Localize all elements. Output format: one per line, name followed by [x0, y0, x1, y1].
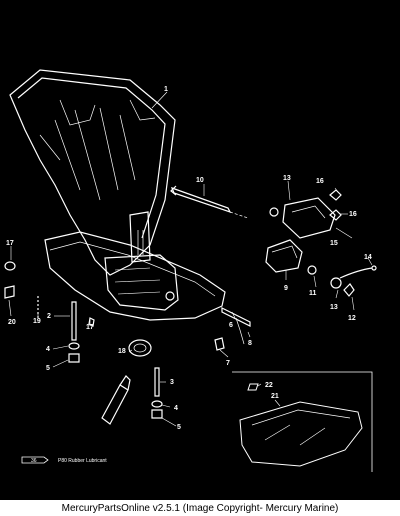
callout-17-mid: 17 [86, 324, 94, 331]
callout-16-mid: 16 [349, 211, 357, 218]
small-parts [4, 261, 251, 425]
lubricant-label: P80 Rubber Lubricant [58, 458, 107, 464]
solenoid-9 [265, 239, 377, 297]
callout-11: 11 [309, 290, 317, 297]
callout-10: 10 [196, 177, 204, 184]
callout-13-bottom: 13 [330, 304, 338, 311]
diagram-canvas: 1 10 13 16 16 15 14 9 11 13 12 17 20 19 … [4, 69, 377, 472]
callout-12: 12 [348, 315, 356, 322]
callout-17-left: 17 [6, 240, 14, 247]
callout-15: 15 [330, 240, 338, 247]
bracket-assembly-15 [269, 189, 342, 239]
lubricant-legend: 36 P80 Rubber Lubricant [21, 456, 107, 464]
callout-labels: 1 10 13 16 16 15 14 9 11 13 12 17 20 19 … [6, 86, 372, 431]
callout-4-bottom: 4 [174, 405, 178, 412]
callout-16-top: 16 [316, 178, 324, 185]
callout-14: 14 [364, 254, 372, 261]
callout-13-top: 13 [283, 175, 291, 182]
callout-2: 2 [47, 313, 51, 320]
parts-diagram: 1 10 13 16 16 15 14 9 11 13 12 17 20 19 … [0, 0, 400, 500]
stud-10 [170, 185, 249, 219]
inset-21 [232, 371, 373, 472]
callout-20: 20 [8, 319, 16, 326]
leader-lines [8, 91, 373, 427]
lubricant-tube-icon [21, 456, 49, 464]
callout-5-left: 5 [46, 365, 50, 372]
callout-5-bottom: 5 [177, 424, 181, 431]
image-caption: MercuryPartsOnline v2.5.1 (Image Copyrig… [61, 502, 339, 514]
callout-22: 22 [265, 382, 273, 389]
callout-7: 7 [226, 360, 230, 367]
callout-9: 9 [284, 285, 288, 292]
callout-18: 18 [118, 348, 126, 355]
callout-1: 1 [164, 86, 168, 93]
driveshaft-housing [9, 69, 226, 321]
callout-19: 19 [33, 318, 41, 325]
callout-8: 8 [248, 340, 252, 347]
lubricant-code: 36 [31, 458, 37, 464]
callout-3: 3 [170, 379, 174, 386]
callout-21: 21 [271, 393, 279, 400]
callout-6: 6 [229, 322, 233, 329]
callout-4-left: 4 [46, 346, 50, 353]
